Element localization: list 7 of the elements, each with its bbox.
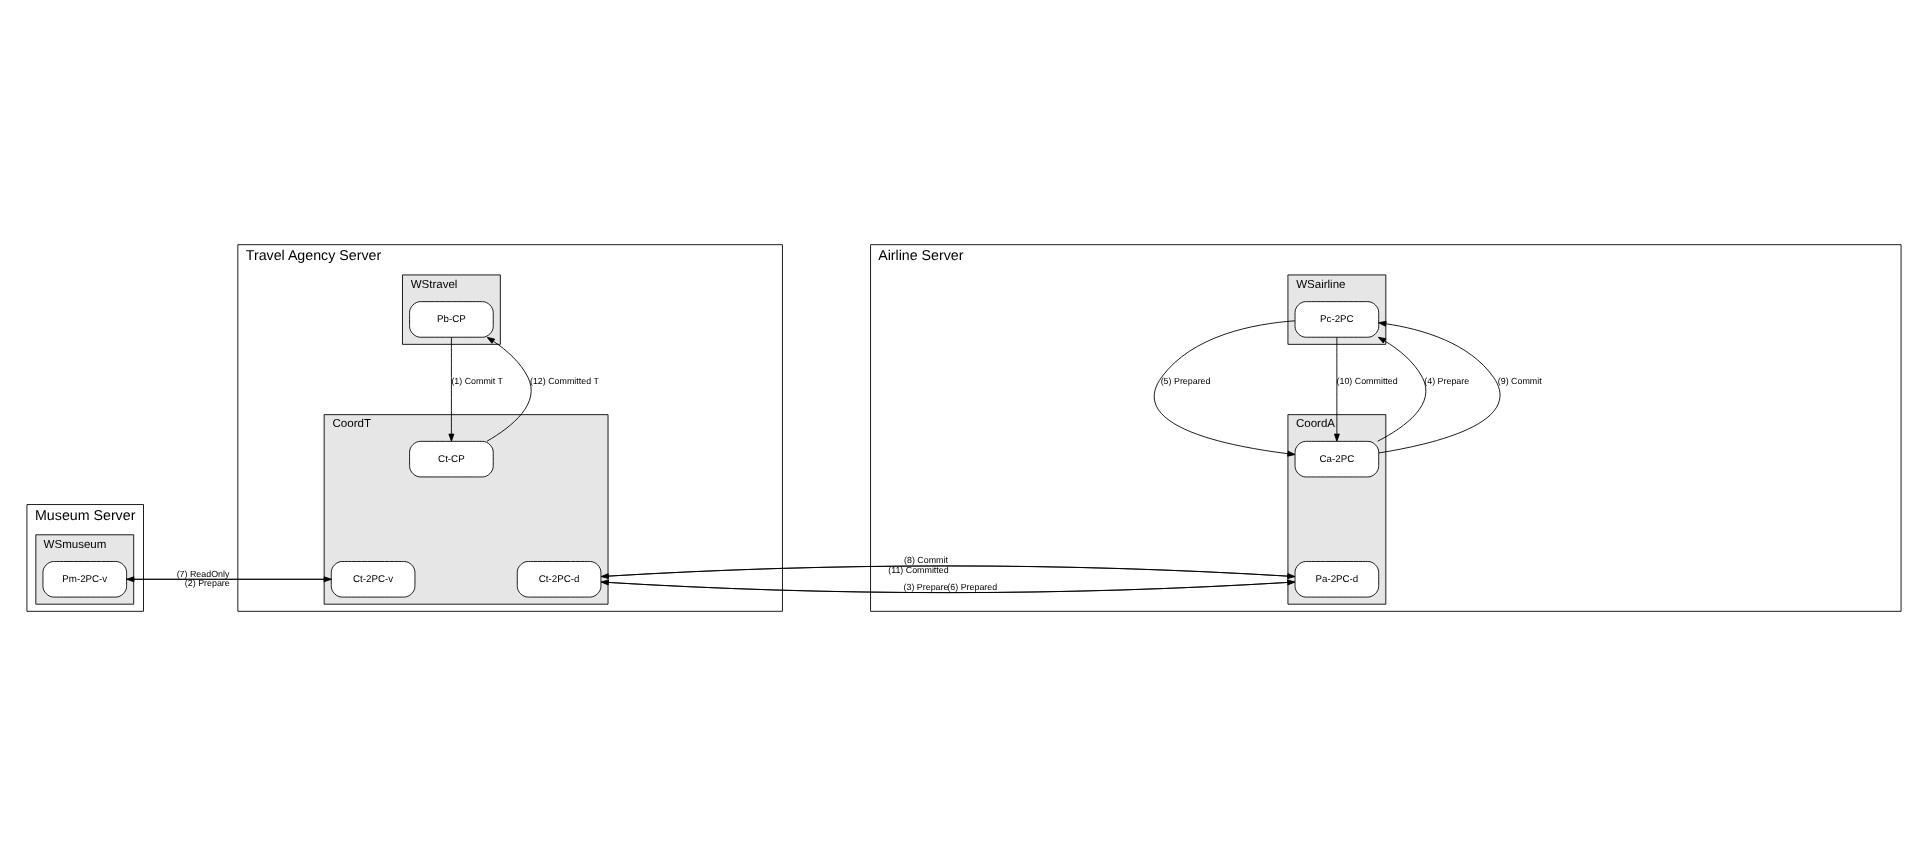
arrow [126, 575, 332, 582]
arrow [486, 335, 532, 441]
arrow [1333, 335, 1340, 441]
arrow [1153, 319, 1296, 456]
arrow [448, 335, 455, 441]
arrow [1377, 335, 1427, 441]
arrow [1378, 319, 1501, 453]
